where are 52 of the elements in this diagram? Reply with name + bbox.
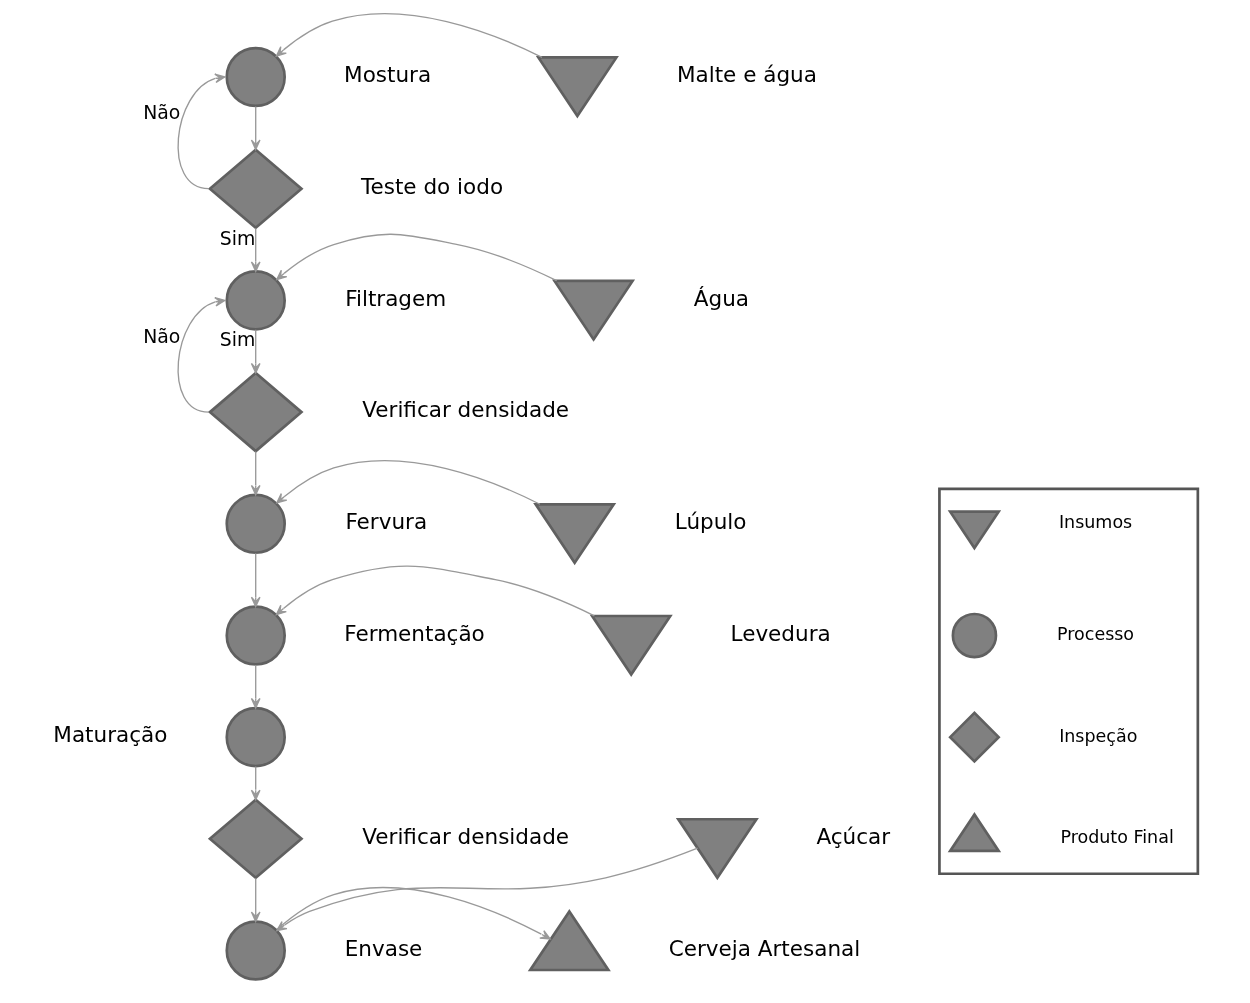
node-label: Verificar densidade: [361, 823, 569, 849]
edge-label: Não: [142, 102, 180, 124]
node-triangle: [947, 812, 1001, 853]
node-triangle: [947, 510, 1001, 551]
node-label: Maturação: [52, 722, 167, 748]
arrow: [177, 73, 225, 190]
cluster: [937, 487, 1199, 876]
arrow: [250, 450, 261, 496]
arrow: [275, 565, 595, 617]
node-label: Cerveja Artesanal: [668, 935, 860, 961]
node-label: Mostura: [343, 62, 431, 88]
node-label: Açúcar: [815, 823, 890, 849]
node-label: Filtragem: [344, 285, 446, 311]
arrow: [275, 233, 557, 282]
edge-label: Sim: [219, 227, 255, 249]
arrow: [250, 664, 261, 709]
node-label: Fervura: [344, 508, 427, 534]
node-triangle: [589, 614, 673, 677]
node-triangle: [675, 817, 759, 881]
arrow: [275, 460, 541, 505]
node-label: Lúpulo: [674, 508, 746, 534]
node-diamond: [207, 371, 304, 453]
arrow: [250, 765, 261, 801]
node-label: Teste do iodo: [360, 173, 503, 199]
legend-label: Produto Final: [1059, 827, 1174, 848]
arrow: [177, 296, 225, 413]
node-diamond: [947, 711, 1001, 764]
node-diamond: [207, 797, 304, 880]
legend-label: Insumos: [1058, 512, 1132, 533]
node-triangle: [551, 279, 635, 342]
node-label: Verificar densidade: [361, 397, 569, 423]
legend-label: Processo: [1056, 624, 1134, 645]
node-circle: [951, 612, 997, 659]
node-circle: [224, 706, 286, 768]
node-label: Fermentação: [343, 620, 485, 646]
node-label: Envase: [344, 935, 422, 961]
edge-label: Sim: [219, 329, 255, 351]
arrow: [250, 552, 261, 608]
arrow: [250, 329, 261, 374]
node-triangle: [532, 502, 616, 566]
arrow: [250, 227, 261, 273]
node-label: Água: [693, 285, 749, 311]
node-triangle: [527, 909, 611, 972]
arrow: [250, 105, 261, 151]
node-label: Malte e água: [676, 62, 817, 88]
arrow: [250, 877, 261, 923]
arrow: [275, 13, 543, 58]
node-triangle: [535, 56, 619, 119]
node-label: Levedura: [730, 620, 831, 646]
legend-label: Inspeção: [1058, 725, 1137, 746]
edge-label: Não: [142, 325, 180, 347]
node-diamond: [207, 147, 304, 230]
